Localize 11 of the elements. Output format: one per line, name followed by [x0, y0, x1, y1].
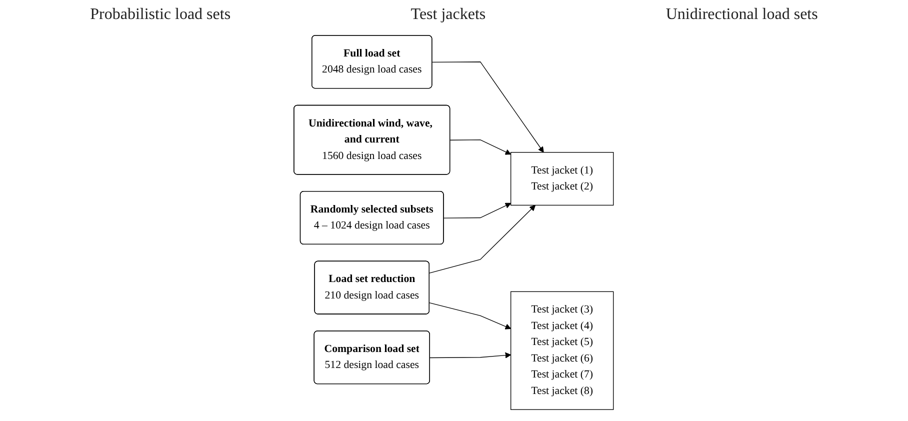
arrow	[430, 302, 512, 330]
arrow	[430, 204, 536, 274]
arrow	[432, 62, 544, 153]
arrow	[430, 352, 512, 358]
column-heading: Test jackets	[410, 6, 486, 24]
node-box: Test jacket (3) Test jacket (4) Test jacket (5) Test jacket (6) Test jacket (7) Test jacket (8)	[510, 291, 614, 410]
column-heading: Unidirectional load sets	[666, 6, 818, 24]
column-heading: Probabilistic load sets	[90, 6, 231, 24]
arrow	[450, 139, 512, 155]
arrow	[444, 202, 512, 218]
node-box: Test jacket (1) Test jacket (2)	[510, 152, 614, 206]
